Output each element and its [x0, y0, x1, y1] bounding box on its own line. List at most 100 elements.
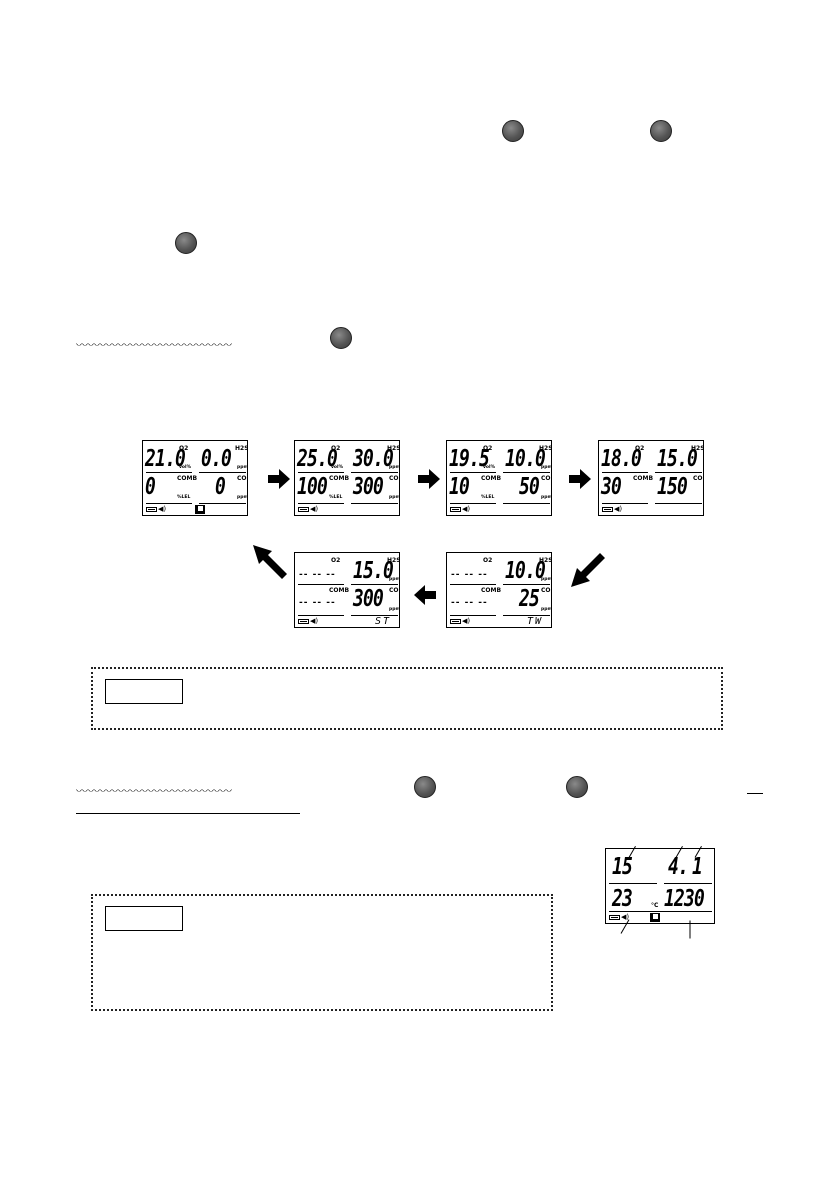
- wavy-underline: [76, 789, 232, 795]
- bold-arrow-icon: [569, 469, 591, 489]
- co-value: 300: [353, 586, 384, 612]
- comb-unit: %LEL: [481, 495, 495, 500]
- divider: [450, 503, 496, 504]
- divider: [351, 472, 398, 473]
- round-button-icon: [414, 776, 436, 798]
- co-value: 300: [353, 474, 384, 500]
- co-unit: ppm: [389, 607, 400, 612]
- o2-unit: vol%: [483, 465, 496, 470]
- o2-label: O2: [635, 445, 645, 452]
- divider: [146, 503, 192, 504]
- bold-arrow-icon: [268, 469, 290, 489]
- comb-label: COMB: [633, 475, 654, 482]
- battery-icon: [450, 507, 461, 512]
- co-unit: ppm: [541, 607, 552, 612]
- co-label: CO: [389, 475, 399, 482]
- divider: [450, 584, 496, 585]
- h2s-unit: ppm: [541, 577, 552, 582]
- comb-value: -- -- --: [451, 598, 488, 608]
- comb-value: 100: [297, 474, 328, 500]
- divider: [609, 883, 657, 884]
- h2s-unit: ppm: [389, 465, 400, 470]
- lock-icon: [650, 913, 660, 922]
- round-button-icon: [502, 120, 524, 142]
- co-value: 150: [657, 474, 688, 500]
- co-label: CO: [541, 587, 551, 594]
- co-value: 50: [519, 474, 540, 500]
- h2s-label: H2S: [387, 445, 400, 452]
- note-tag: [105, 679, 183, 704]
- divider: [351, 584, 398, 585]
- o2-label: O2: [179, 445, 189, 452]
- date-month: 4.: [668, 854, 689, 880]
- o2-label: O2: [331, 557, 341, 564]
- bold-arrow-icon: [418, 469, 440, 489]
- round-button-icon: [175, 232, 197, 254]
- divider: [199, 472, 246, 473]
- speaker-icon: ◀): [310, 617, 319, 625]
- divider: [503, 615, 550, 616]
- divider: [146, 472, 192, 473]
- speaker-icon: ◀): [621, 913, 630, 921]
- divider: [298, 503, 344, 504]
- divider: [503, 472, 550, 473]
- co-unit: ppm: [541, 495, 552, 500]
- mode-indicator: ST: [375, 616, 392, 627]
- o2-value: 25.0: [297, 446, 338, 472]
- battery-icon: [609, 915, 620, 920]
- h2s-label: H2S: [235, 445, 248, 452]
- h2s-unit: ppm: [237, 465, 248, 470]
- divider: [298, 472, 344, 473]
- round-button-icon: [650, 120, 672, 142]
- speaker-icon: ◀): [310, 505, 319, 513]
- h2s-unit: ppm: [541, 465, 552, 470]
- underline: [747, 793, 763, 794]
- o2-label: O2: [331, 445, 341, 452]
- divider: [450, 472, 496, 473]
- divider: [298, 584, 344, 585]
- divider: [450, 615, 496, 616]
- bold-arrow-icon: [253, 545, 287, 579]
- battery-icon: [298, 619, 309, 624]
- round-button-icon: [566, 776, 588, 798]
- note-tag: [105, 906, 183, 931]
- divider: [199, 503, 246, 504]
- co-unit: ppm: [237, 495, 248, 500]
- divider: [351, 503, 398, 504]
- date-day: 15: [612, 854, 633, 880]
- o2-label: O2: [483, 445, 493, 452]
- o2-value: 19.5: [449, 446, 490, 472]
- o2-unit: vol%: [331, 465, 344, 470]
- h2s-value: 15.0: [353, 558, 394, 584]
- h2s-value: 10.0: [505, 446, 546, 472]
- divider: [655, 503, 702, 504]
- time: 1230: [664, 886, 705, 912]
- divider: [298, 615, 344, 616]
- battery-icon: [146, 507, 157, 512]
- co-value: 25: [519, 586, 540, 612]
- h2s-value: 10.0: [505, 558, 546, 584]
- h2s-value: 30.0: [353, 446, 394, 472]
- h2s-label: H2S: [539, 557, 552, 564]
- o2-unit: vol%: [179, 465, 192, 470]
- divider: [602, 472, 648, 473]
- note-box: [91, 667, 723, 730]
- temperature: 23: [612, 886, 633, 912]
- o2-value: -- -- --: [299, 570, 336, 580]
- comb-label: COMB: [329, 475, 350, 482]
- co-label: CO: [389, 587, 399, 594]
- comb-value: 10: [449, 474, 470, 500]
- divider: [503, 503, 550, 504]
- comb-value: -- -- --: [299, 598, 336, 608]
- comb-label: COMB: [481, 587, 502, 594]
- h2s-label: H2S: [691, 445, 704, 452]
- celsius-unit: °C: [651, 902, 659, 909]
- note-box: [91, 894, 553, 1011]
- date-time-lcd: 15 4. 1 23 °C 1230 ◀): [605, 848, 715, 924]
- comb-label: COMB: [329, 587, 350, 594]
- callout-line: [689, 920, 691, 939]
- h2s-label: H2S: [539, 445, 552, 452]
- comb-unit: %LEL: [329, 495, 343, 500]
